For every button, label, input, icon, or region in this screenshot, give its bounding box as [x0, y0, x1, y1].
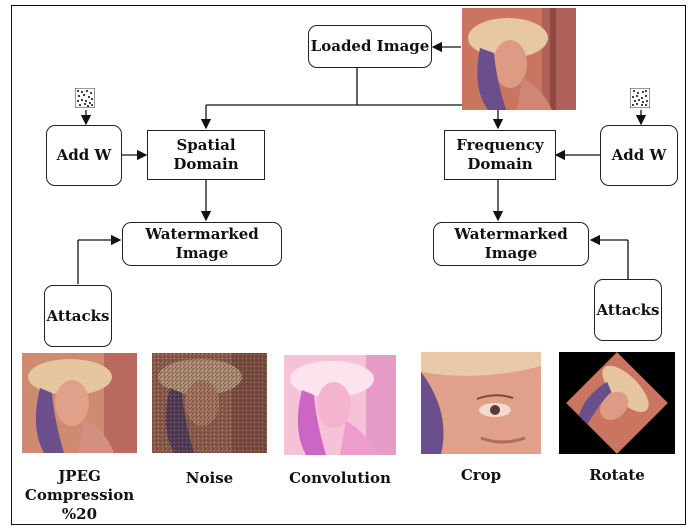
watermark-pattern-icon — [75, 88, 95, 108]
left-add-w-label: Add W — [56, 146, 112, 164]
loaded-image-label: Loaded Image — [310, 37, 430, 55]
left-attacks-label: Attacks — [46, 306, 110, 325]
spatial-domain-line2: Domain — [173, 155, 239, 173]
loaded-image-box: Loaded Image — [308, 25, 432, 68]
crop-label: Crop — [460, 466, 502, 484]
spatial-domain-line1: Spatial — [176, 136, 236, 154]
watermark-pattern-icon — [630, 88, 650, 108]
frequency-domain-line1: Frequency — [456, 136, 544, 154]
jpeg-label-line3: %20 — [61, 505, 98, 523]
noise-thumbnail — [152, 353, 267, 453]
jpeg-label-line1: JPEG — [58, 467, 101, 485]
loaded-image-picture — [462, 8, 576, 110]
right-attacks-label: Attacks — [596, 300, 660, 319]
left-attacks-box: Attacks — [44, 285, 112, 347]
noise-label: Noise — [185, 469, 234, 487]
right-watermarked-label: Watermarked Image — [454, 225, 568, 262]
spatial-domain-box: Spatial Domain — [147, 130, 265, 180]
left-watermarked-box: Watermarked Image — [122, 222, 282, 266]
convolution-label: Convolution — [289, 469, 391, 487]
frequency-domain-line2: Domain — [467, 155, 533, 173]
convolution-thumbnail — [284, 355, 396, 455]
jpeg-label-line2: Compression — [24, 486, 135, 504]
frequency-domain-box: Frequency Domain — [444, 130, 556, 180]
left-add-w-box: Add W — [46, 125, 122, 186]
left-watermarked-label: Watermarked Image — [145, 225, 259, 262]
right-add-w-box: Add W — [600, 125, 678, 186]
jpeg-compression-label: JPEG Compression %20 — [22, 467, 137, 524]
rotate-label: Rotate — [589, 466, 645, 484]
diagram-frame — [11, 5, 686, 525]
crop-thumbnail — [421, 352, 541, 454]
right-watermarked-box: Watermarked Image — [433, 222, 589, 266]
right-add-w-label: Add W — [611, 146, 667, 164]
jpeg-compression-thumbnail — [22, 353, 137, 453]
right-attacks-box: Attacks — [594, 279, 662, 341]
rotate-thumbnail — [559, 352, 675, 454]
